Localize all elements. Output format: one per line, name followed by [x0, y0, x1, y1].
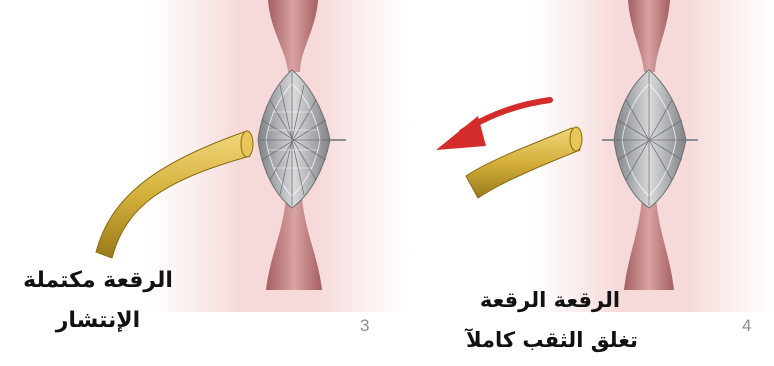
caption-4-line1: الرقعة الرقعة: [470, 288, 630, 312]
panel-number-3: 3: [360, 316, 369, 336]
caption-4-line2: تغلق الثقب كاملآ: [452, 328, 652, 352]
caption-3-line1: الرقعة مكتملة: [8, 268, 188, 293]
panel-number-4: 4: [742, 316, 751, 336]
panel-3: [96, 0, 410, 312]
catheter-tip-4: [570, 127, 582, 151]
caption-3-line2: الإنتشار: [8, 308, 188, 333]
panel-4: [466, 0, 774, 312]
catheter-tip-3: [241, 131, 253, 157]
